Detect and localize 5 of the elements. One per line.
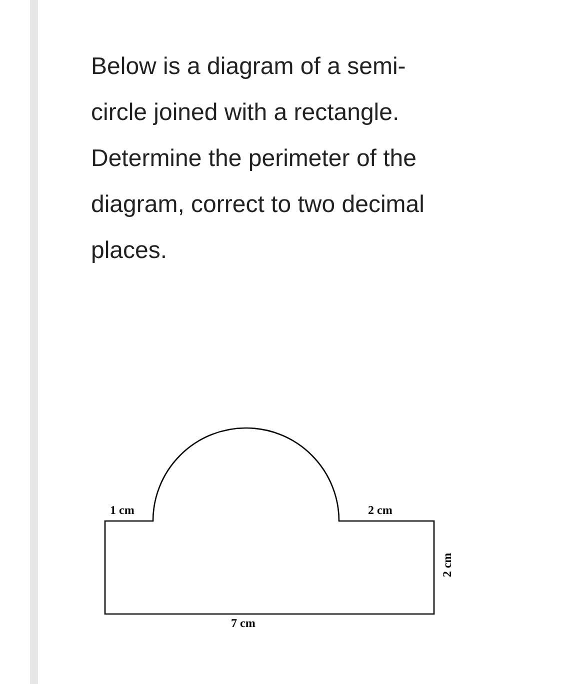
dimension-label: 1 cm [110,503,134,517]
dimension-label: 2 cm [440,552,454,578]
dimension-label: 2 cm [368,503,392,517]
dimension-label: 7 cm [231,616,256,630]
question-text: Below is a diagram of a semi-circle joined with a rectangle. Determine the perimeter of the diagram, correct to two decimal places. [91,52,426,266]
